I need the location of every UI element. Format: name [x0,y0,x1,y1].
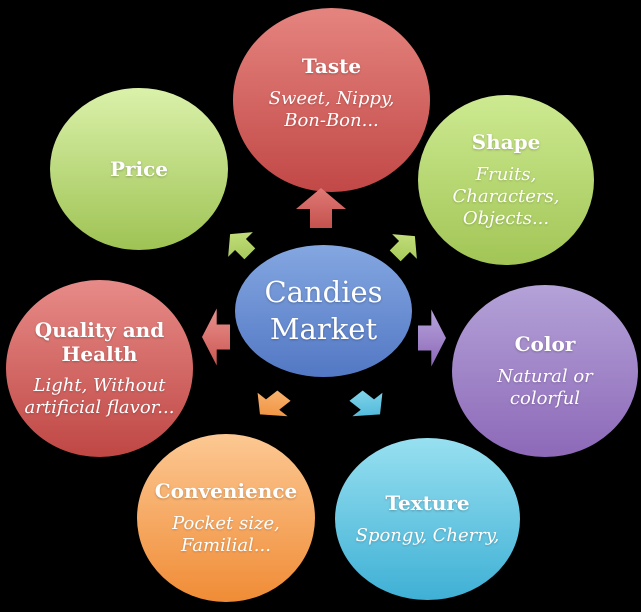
node-color-desc: Natural or colorful [497,365,593,409]
node-quality-and-health: Quality and Health Light, Without artifi… [6,280,193,457]
block-arrow-left-icon [202,308,230,366]
arrow-to-texture-icon [341,384,395,426]
node-texture-title: Texture [385,491,470,516]
node-convenience-desc: Pocket size, Familial... [172,512,280,556]
node-convenience: Convenience Pocket size, Familial... [137,434,315,602]
node-price-title: Price [109,156,169,181]
node-color-title: Color [514,332,576,357]
node-texture-desc: Spongy, Cherry, [355,524,500,546]
block-arrow-up-icon [296,188,346,228]
node-color: Color Natural or colorful [452,285,638,457]
block-arrow-down-right-icon [349,390,383,417]
arrow-to-convenience-icon [245,384,299,426]
block-arrow-up-left-icon [228,232,256,260]
arrow-to-taste-icon [296,188,346,228]
block-arrow-up-right-icon [389,234,417,262]
node-shape: Shape Fruits, Characters, Objects... [418,95,594,265]
node-quality-desc: Light, Without artificial flavor... [24,375,175,419]
arrow-to-color-icon [418,309,446,367]
node-shape-desc: Fruits, Characters, Objects... [452,163,560,229]
arrow-to-shape-icon [383,224,428,269]
diagram-title: Candies Market [264,274,383,346]
node-shape-title: Shape [471,130,541,155]
node-quality-title: Quality and Health [34,317,165,367]
node-taste-desc: Sweet, Nippy, Bon-Bon... [268,87,395,131]
node-taste-title: Taste [301,54,362,79]
block-arrow-down-left-icon [257,390,291,417]
center-node-candies-market: Candies Market [235,245,412,377]
node-convenience-title: Convenience [154,479,298,504]
arrow-to-quality-icon [202,308,230,366]
node-texture: Texture Spongy, Cherry, [335,438,520,600]
arrow-to-price-icon [218,222,263,267]
block-arrow-right-icon [418,309,446,367]
node-taste: Taste Sweet, Nippy, Bon-Bon... [233,8,430,192]
node-price: Price [50,88,228,250]
